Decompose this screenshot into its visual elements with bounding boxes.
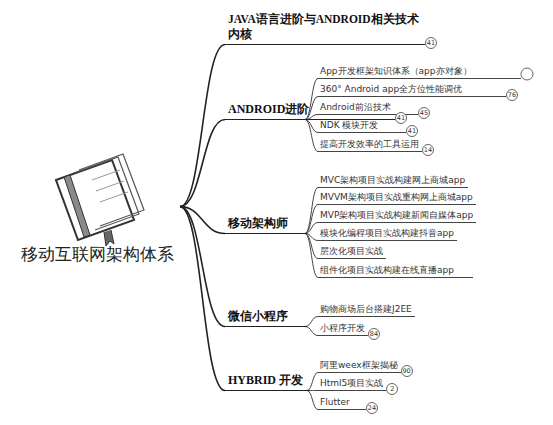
- topic-text: 移动架构师: [228, 215, 305, 231]
- callout-number: 14: [424, 146, 432, 154]
- callout-circle: 14: [422, 144, 434, 156]
- subtopic: 组件化项目实战构建在线直播app: [318, 264, 473, 278]
- subtopic: MVP架构项目实战构建新闻自媒体app: [318, 209, 476, 223]
- callout-number: 2: [390, 385, 394, 393]
- callout-circle: 84: [368, 328, 380, 340]
- topic-text: 微信小程序: [228, 308, 305, 324]
- book-pages: [79, 154, 144, 226]
- branch-connector: [180, 120, 225, 207]
- book-cover: [56, 160, 134, 240]
- branch-connector: [305, 234, 318, 278]
- subtopic: NDK 模块开发: [318, 119, 406, 133]
- empty-callout-circle: [521, 68, 533, 80]
- subtopic: 提高开发效率的工具运用: [318, 138, 422, 152]
- branch-connector: [180, 207, 225, 391]
- book-line: [100, 192, 128, 202]
- callout-circle: 45: [418, 107, 430, 119]
- branch-connector: [307, 373, 318, 391]
- callout-number: 90: [402, 367, 410, 375]
- topic-text: JAVA语言进阶与ANDROID相关技术内核: [228, 12, 423, 42]
- topic-text: 模块化编程项目实战构建抖音app: [320, 227, 454, 239]
- branch-connector: [305, 317, 318, 327]
- callout-number: 24: [368, 404, 376, 412]
- branch-topic: 移动架构师: [225, 215, 307, 234]
- topic-text: Flutter: [320, 396, 363, 408]
- root-topic: 移动互联网架构体系: [15, 150, 180, 268]
- subtopic: Flutter: [318, 396, 366, 410]
- topic-text: Html5项目实战: [320, 377, 383, 389]
- callout-number: 45: [420, 109, 428, 117]
- topic-text: MVVM架构项目实战重构网上商城app: [320, 191, 473, 203]
- subtopic: 360° Android app全方位性能调优: [318, 83, 506, 97]
- callout-number: 41: [397, 114, 405, 122]
- topic-text: MVP架构项目实战构建新闻自媒体app: [320, 209, 473, 221]
- topic-text: App开发框架知识体系（app亦对象）: [320, 65, 518, 77]
- topic-text: 360° Android app全方位性能调优: [320, 83, 503, 95]
- subtopic: MVVM架构项目实战重构网上商城app: [318, 191, 476, 205]
- subtopic: 购物商场后台搭建J2EE: [318, 303, 415, 317]
- callout-circle: 90: [401, 365, 413, 377]
- topic-text: 提高开发效率的工具运用: [320, 138, 419, 150]
- topic-text: MVC架构项目实战构建网上商城app: [320, 174, 465, 186]
- subtopic: 模块化编程项目实战构建抖音app: [318, 227, 457, 241]
- branch-connector: [305, 223, 318, 234]
- subtopic: App开发框架知识体系（app亦对象）: [318, 65, 521, 79]
- topic-text: 组件化项目实战构建在线直播app: [320, 264, 470, 276]
- branch-topic: JAVA语言进阶与ANDROID相关技术内核: [225, 12, 425, 45]
- topic-text: NDK 模块开发: [320, 119, 403, 131]
- topic-text: 移动互联网架构体系: [15, 243, 180, 266]
- book-line: [92, 170, 120, 180]
- branch-connector: [305, 205, 318, 234]
- callout-circle: 41: [406, 125, 418, 137]
- branch-connector: [307, 391, 318, 410]
- book-spine: [64, 175, 90, 237]
- callout-circle: 2: [386, 383, 398, 395]
- branch-connector: [305, 327, 318, 336]
- callout-number: 41: [427, 39, 435, 47]
- subtopic: Html5项目实战: [318, 377, 386, 391]
- topic-text: HYBRID 开发: [228, 372, 308, 388]
- callout-circle: 24: [366, 402, 378, 414]
- book-illustration: [56, 154, 144, 246]
- branch-topic: 微信小程序: [225, 308, 307, 327]
- callout-number: 76: [508, 91, 516, 99]
- subtopic: 层次化项目实战: [318, 245, 386, 259]
- subtopic: 阿里weex框架揭秘: [318, 359, 401, 373]
- branch-connector: [305, 120, 318, 152]
- branch-connector: [305, 188, 318, 234]
- book-line: [96, 181, 124, 191]
- callout-circle: 76: [506, 89, 518, 101]
- book-ribbon: [104, 230, 114, 246]
- callout-circle: 41: [395, 112, 407, 124]
- callout-number: 84: [370, 330, 378, 338]
- branch-topic: HYBRID 开发: [225, 372, 310, 391]
- topic-text: 层次化项目实战: [320, 245, 383, 257]
- callout-number: 41: [408, 127, 416, 135]
- subtopic: MVC架构项目实战构建网上商城app: [318, 174, 468, 188]
- topic-text: 购物商场后台搭建J2EE: [320, 303, 412, 315]
- topic-text: 阿里weex框架揭秘: [320, 359, 398, 371]
- branch-connector: [180, 207, 225, 327]
- topic-text: 小程序开发: [320, 322, 365, 334]
- callout-circle: 41: [425, 37, 437, 49]
- branch-connector: [180, 45, 225, 207]
- subtopic: 小程序开发: [318, 322, 368, 336]
